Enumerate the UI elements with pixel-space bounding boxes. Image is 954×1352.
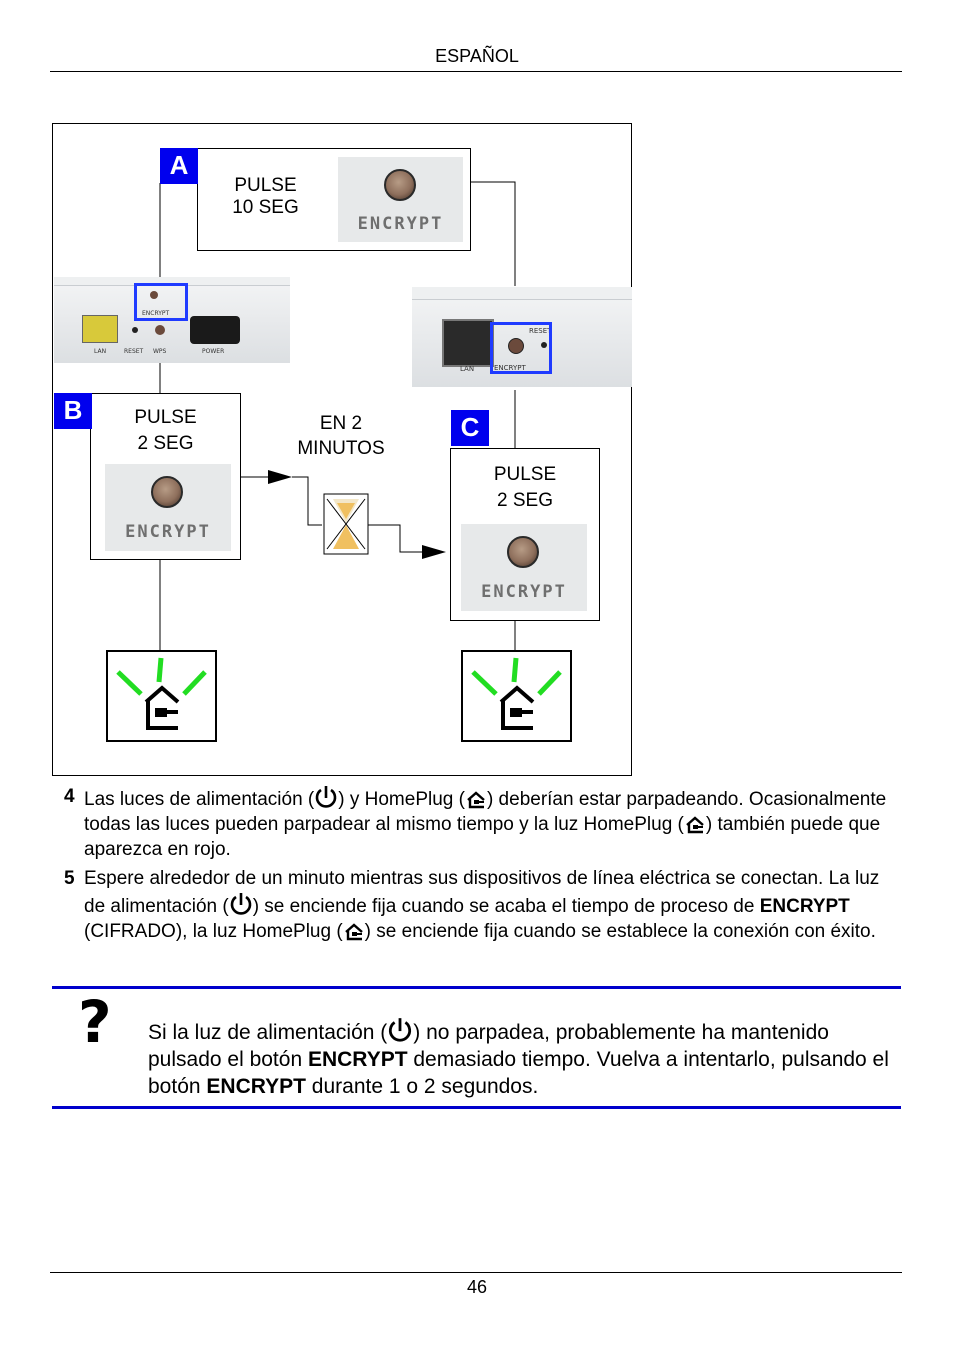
homeplug-icon — [471, 657, 562, 730]
page-number: 46 — [466, 1277, 488, 1297]
footer-rule — [50, 1272, 902, 1273]
lan-port — [82, 315, 118, 343]
lan-port — [442, 319, 494, 367]
callout-step-a: PULSE 10 SEG ENCRYPT — [197, 148, 471, 251]
note-text: Si la luz de alimentación () no parpadea… — [148, 1016, 908, 1100]
power-icon — [389, 1018, 412, 1042]
homeplug-icon — [344, 923, 363, 941]
power-socket — [190, 316, 240, 344]
callout-step-b: PULSE 2 SEG ENCRYPT — [90, 393, 241, 560]
homeplug-led-blinking-left — [106, 650, 217, 742]
encrypt-button-knob — [384, 169, 416, 201]
question-mark-icon: ? — [78, 988, 112, 1056]
device-right-photo: LAN ENCRYPT RESET — [412, 287, 632, 387]
wps-button — [155, 325, 165, 335]
arrow-right-icon — [268, 470, 292, 484]
callout-step-c: PULSE 2 SEG ENCRYPT — [450, 448, 600, 621]
header-rule — [50, 71, 902, 72]
running-header: ESPAÑOL — [435, 46, 519, 66]
step-5-text: Espere alrededor de un minuto mientras s… — [84, 868, 880, 942]
device-left-photo: ENCRYPT LAN RESET WPS POWER — [54, 277, 290, 363]
encrypt-button-small — [508, 338, 524, 354]
encrypt-highlight-left — [134, 283, 188, 321]
encrypt-button-knob — [507, 536, 539, 568]
encrypt-button-photo-c: ENCRYPT — [461, 524, 587, 611]
note-bottom-bar — [52, 1106, 901, 1109]
reset-hole — [541, 342, 547, 348]
homeplug-icon — [467, 791, 485, 809]
encrypt-button-small — [150, 291, 158, 299]
connector-lines — [159, 181, 516, 650]
reset-hole — [132, 327, 138, 333]
power-icon — [230, 893, 251, 915]
homeplug-led-blinking-right — [461, 650, 572, 742]
badge-b: B — [54, 393, 92, 429]
badge-c: C — [451, 410, 489, 446]
step-4-text: Las luces de alimentación () y HomePlug … — [84, 784, 904, 862]
encrypt-button-photo-b: ENCRYPT — [105, 464, 231, 551]
callout-a-text: PULSE 10 SEG — [232, 175, 299, 218]
hourglass-icon — [323, 493, 369, 555]
step-number: 5 — [64, 868, 75, 889]
power-icon — [315, 786, 337, 808]
badge-a: A — [160, 148, 198, 184]
encrypt-button-knob — [151, 476, 183, 508]
homeplug-icon — [116, 657, 207, 730]
note-top-bar — [52, 986, 901, 989]
arrow-right-icon — [422, 545, 446, 559]
encrypt-button-photo-a: ENCRYPT — [338, 157, 463, 242]
step-number: 4 — [64, 786, 75, 807]
homeplug-icon — [686, 816, 704, 834]
encrypt-highlight-right — [490, 322, 552, 374]
timer-label: EN 2 MINUTOS — [297, 413, 385, 459]
